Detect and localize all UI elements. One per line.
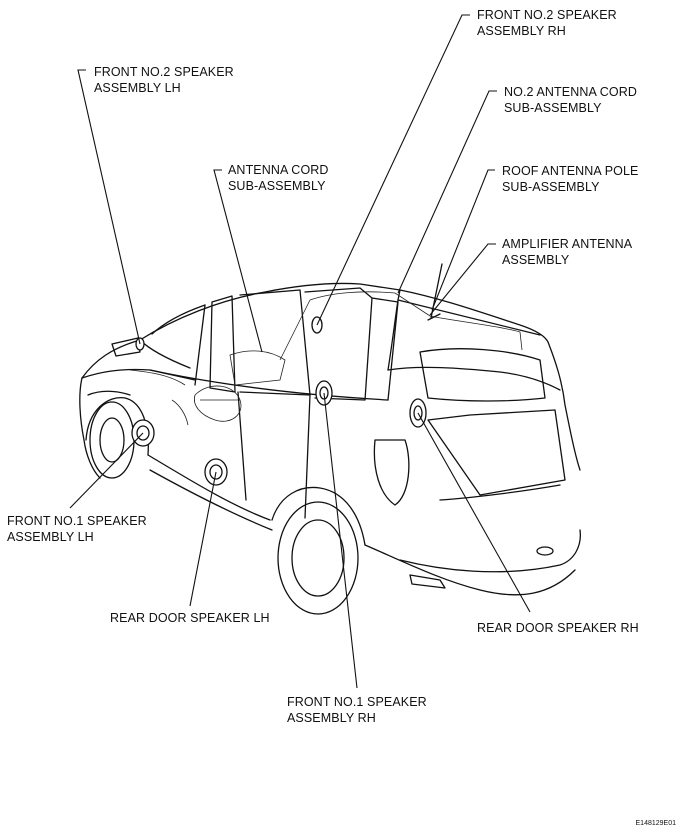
label-line: REAR DOOR SPEAKER LH (110, 611, 270, 625)
label-roof-antenna-pole: ROOF ANTENNA POLE SUB-ASSEMBLY (502, 163, 638, 195)
leader-amplifier-antenna (429, 243, 496, 316)
label-amplifier-antenna: AMPLIFIER ANTENNA ASSEMBLY (502, 236, 632, 268)
label-line: ASSEMBLY LH (94, 81, 181, 95)
label-line: ASSEMBLY LH (7, 530, 94, 544)
label-line: FRONT NO.1 SPEAKER (287, 695, 427, 709)
label-line: REAR DOOR SPEAKER RH (477, 621, 639, 635)
label-line: FRONT NO.2 SPEAKER (94, 65, 234, 79)
leader-rear-door-lh (189, 471, 217, 607)
leader-rear-door-rh (417, 412, 531, 613)
leader-lines (69, 14, 531, 689)
label-line: SUB-ASSEMBLY (504, 101, 602, 115)
label-front-no1-speaker-rh: FRONT NO.1 SPEAKER ASSEMBLY RH (287, 694, 427, 726)
label-line: NO.2 ANTENNA CORD (504, 85, 637, 99)
figure-code: E148129E01 (635, 820, 676, 827)
vehicle-outline (79, 263, 581, 615)
label-rear-door-speaker-rh: REAR DOOR SPEAKER RH (477, 620, 639, 636)
label-front-no1-speaker-lh: FRONT NO.1 SPEAKER ASSEMBLY LH (7, 513, 147, 545)
leader-no2-antenna-cord (397, 90, 497, 294)
label-line: SUB-ASSEMBLY (228, 179, 326, 193)
leader-antenna-cord (213, 169, 263, 353)
leader-roof-antenna (431, 169, 495, 311)
label-front-no2-speaker-lh: FRONT NO.2 SPEAKER ASSEMBLY LH (94, 64, 234, 96)
leader-front-no1-lh (69, 432, 144, 509)
label-antenna-cord: ANTENNA CORD SUB-ASSEMBLY (228, 162, 329, 194)
label-line: ASSEMBLY RH (477, 24, 566, 38)
leader-front-no1-rh (323, 392, 358, 689)
label-line: AMPLIFIER ANTENNA (502, 237, 633, 251)
label-line: SUB-ASSEMBLY (502, 180, 600, 194)
label-front-no2-speaker-rh: FRONT NO.2 SPEAKER ASSEMBLY RH (477, 7, 617, 39)
label-line: ROOF ANTENNA POLE (502, 164, 639, 178)
label-line: FRONT NO.2 SPEAKER (477, 8, 617, 22)
label-line: ASSEMBLY RH (287, 711, 376, 725)
label-line: FRONT NO.1 SPEAKER (7, 514, 147, 528)
label-line: ANTENNA CORD (228, 163, 329, 177)
leader-front-no2-rh (316, 14, 470, 326)
label-no2-antenna-cord: NO.2 ANTENNA CORD SUB-ASSEMBLY (504, 84, 637, 116)
leader-front-no2-lh (77, 69, 141, 345)
label-rear-door-speaker-lh: REAR DOOR SPEAKER LH (110, 610, 270, 626)
label-line: ASSEMBLY (502, 253, 570, 267)
